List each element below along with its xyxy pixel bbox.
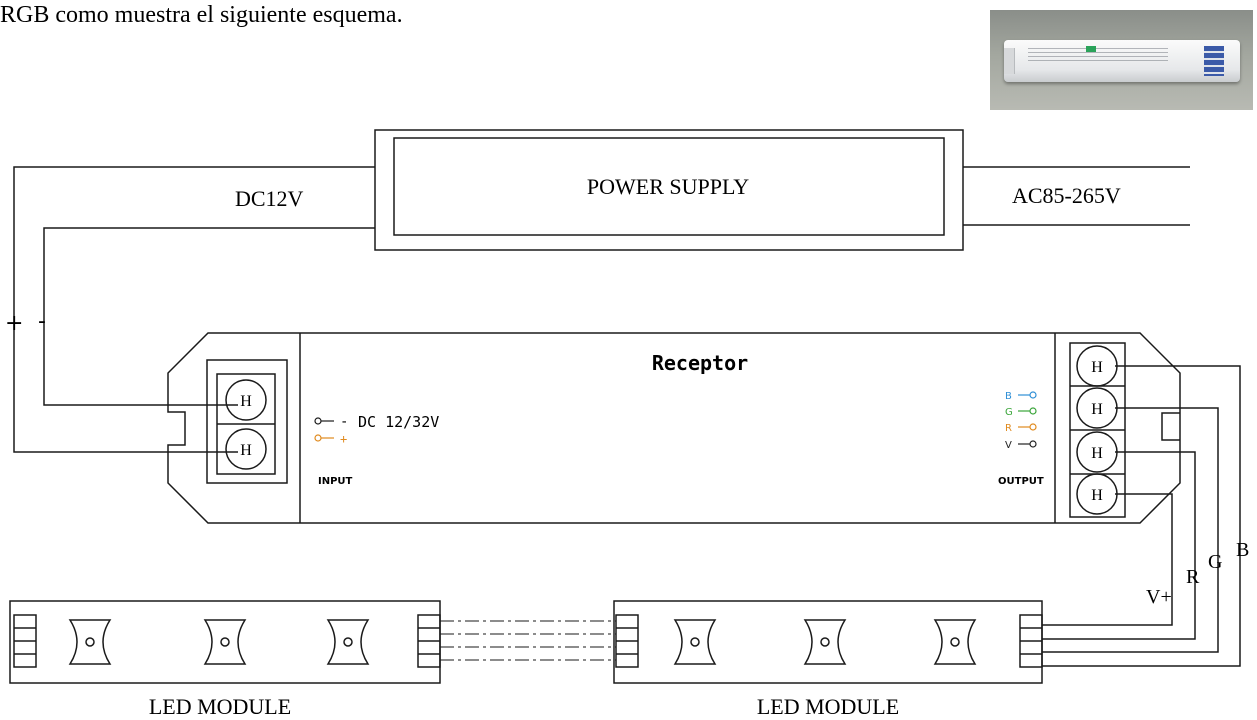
- dc-wire-minus: [43, 227, 375, 406]
- power-supply-box: [374, 129, 964, 251]
- output-symbols: [1018, 391, 1037, 448]
- dc-input-label: DC 12/32V: [358, 413, 439, 431]
- wire-label-b: B: [1236, 539, 1249, 561]
- ac-voltage-label: AC85-265V: [1012, 183, 1121, 208]
- output-letter-b: B: [1005, 391, 1012, 402]
- led-module-1: [9, 600, 441, 684]
- controller-photo: [990, 10, 1253, 110]
- input-minus-mark: -: [340, 414, 348, 430]
- receptor-body: [167, 332, 1181, 524]
- input-terminal-block: [206, 359, 288, 484]
- controller-label-print: [1028, 48, 1168, 62]
- controller-green-mark: [1086, 46, 1096, 52]
- led-module-2: [613, 600, 1043, 684]
- minus-sign: -: [38, 309, 46, 334]
- plus-sign: +: [5, 311, 23, 336]
- output-terminal-mark-4: H: [1091, 487, 1103, 504]
- output-label: OUTPUT: [998, 476, 1044, 487]
- led-chip-6: [933, 619, 977, 665]
- output-letter-v: V: [1005, 440, 1012, 451]
- wire-b: [1042, 365, 1241, 667]
- output-terminal-mark-2: H: [1091, 401, 1103, 418]
- output-letter-r: R: [1005, 423, 1012, 434]
- led-chip-5: [803, 619, 847, 665]
- wire-r: [1042, 451, 1196, 640]
- input-symbols: [314, 417, 334, 442]
- input-terminal-mark-2: H: [240, 442, 252, 459]
- dc-voltage-label: DC12V: [235, 186, 304, 211]
- led-chip-3: [326, 619, 370, 665]
- wire-vplus: [1042, 493, 1173, 626]
- dc-wire-plus: [13, 166, 375, 453]
- output-terminal-mark-1: H: [1091, 359, 1103, 376]
- input-plus-mark: +: [340, 432, 347, 446]
- led-chip-2: [203, 619, 247, 665]
- receptor-title: Receptor: [652, 351, 748, 375]
- led-chip-4: [673, 619, 717, 665]
- controller-terminal-block: [1204, 46, 1224, 76]
- wire-label-r: R: [1186, 566, 1200, 588]
- output-letter-g: G: [1005, 407, 1013, 418]
- led-chip-1: [68, 619, 112, 665]
- led-module-label-1: LED MODULE: [149, 694, 291, 719]
- module-link-dashed: [440, 620, 616, 661]
- wire-label-g: G: [1208, 551, 1222, 573]
- wire-label-vplus: V+: [1146, 586, 1172, 608]
- intro-text: RGB como muestra el siguiente esquema.: [0, 2, 403, 28]
- led-module-label-2: LED MODULE: [757, 694, 899, 719]
- input-label: INPUT: [318, 476, 353, 487]
- output-terminal-block: [1069, 342, 1126, 518]
- input-terminal-mark-1: H: [240, 393, 252, 410]
- wire-g: [1042, 407, 1219, 653]
- output-terminal-mark-3: H: [1091, 445, 1103, 462]
- power-supply-label: POWER SUPPLY: [587, 174, 749, 199]
